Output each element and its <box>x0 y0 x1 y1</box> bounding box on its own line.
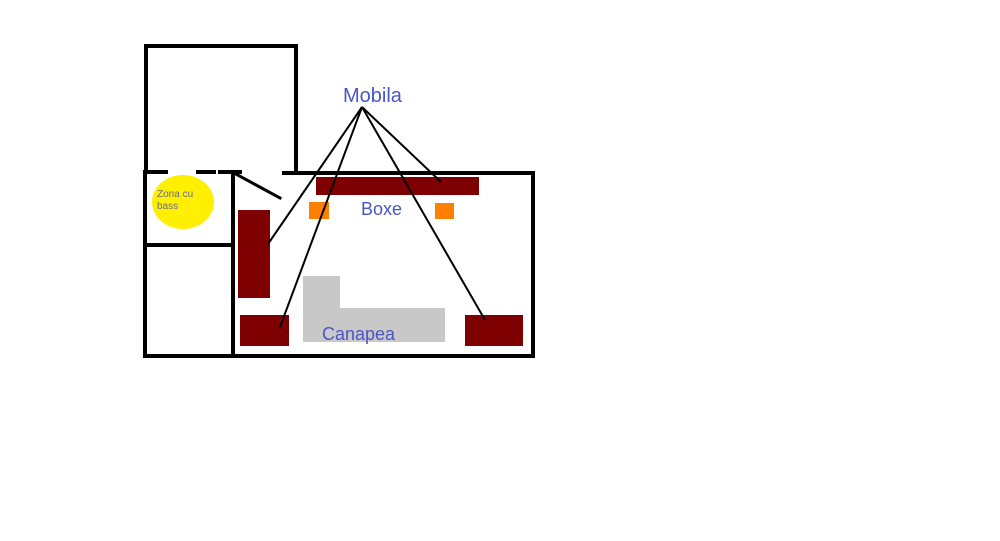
furniture-top <box>316 177 479 195</box>
door-swing <box>231 170 283 201</box>
furniture-bottom-left <box>240 315 289 346</box>
furniture-left <box>238 210 270 298</box>
sofa <box>303 276 445 342</box>
furniture-bottom-right <box>465 315 523 346</box>
speakers <box>309 202 454 219</box>
sofa-label: Canapea <box>322 324 396 344</box>
pointer-to-left <box>267 106 363 245</box>
pointer-to-bottom-right <box>361 106 486 321</box>
bass-zone-label-line2: bass <box>157 201 178 212</box>
bass-zone <box>152 175 214 229</box>
furniture-pointer-lines <box>267 106 486 328</box>
bass-zone-label-line1: Zona cu <box>157 189 193 200</box>
speakers-label: Boxe <box>361 199 402 219</box>
upper-room-wall <box>144 44 298 174</box>
walls <box>143 44 535 358</box>
furniture-label: Mobila <box>343 85 403 107</box>
pointer-to-bottom-left <box>279 106 363 328</box>
speaker-right <box>435 203 454 219</box>
furniture-pieces <box>238 177 523 346</box>
main-room-wall <box>143 171 535 358</box>
pointer-to-top <box>361 106 442 183</box>
